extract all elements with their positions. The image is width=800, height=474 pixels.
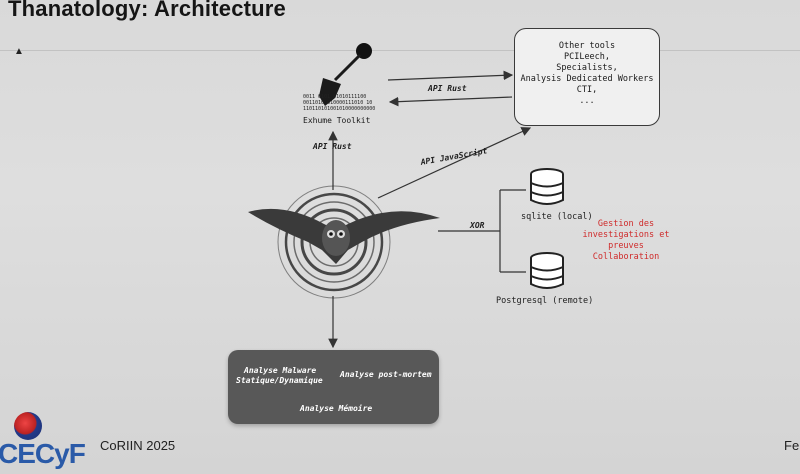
xor-label: XOR bbox=[470, 221, 485, 230]
shovel-icon bbox=[319, 43, 372, 106]
cecyf-logo: CECyF bbox=[0, 438, 86, 469]
database-icon bbox=[530, 168, 564, 205]
conference-name: CoRIIN 2025 bbox=[100, 438, 176, 453]
analysis-malware-label: Analyse Malware bbox=[244, 366, 317, 375]
footer-right-text: Fe bbox=[784, 438, 800, 453]
investigation-note: Gestion des investigations et preuves Co… bbox=[582, 219, 670, 262]
binary-decoration: 0011 0101 01010111100 0011010 0100001110… bbox=[303, 94, 376, 112]
tools-line: CTI, bbox=[576, 85, 598, 95]
slide-title: Thanatology: Architecture bbox=[8, 0, 286, 21]
database-icon bbox=[530, 252, 564, 289]
postgres-label: Postgresql (remote) bbox=[496, 296, 594, 306]
analysis-static-dynamic-label: Statique/Dynamique bbox=[236, 376, 323, 385]
analysis-postmortem-label: Analyse post-mortem bbox=[340, 370, 432, 379]
sqlite-label: sqlite (local) bbox=[521, 212, 593, 222]
arrow-owl-to-tools bbox=[377, 127, 532, 199]
tools-line: Analysis Dedicated Workers bbox=[520, 74, 654, 84]
arrow-exhume-to-tools bbox=[387, 70, 514, 81]
analysis-box: Analyse Malware Statique/Dynamique Analy… bbox=[228, 350, 439, 424]
analysis-memoire-label: Analyse Mémoire bbox=[300, 404, 373, 413]
owl-logo-icon bbox=[248, 185, 440, 299]
api-rust-vertical-label: API Rust bbox=[313, 142, 352, 151]
tools-line: PCILeech, bbox=[563, 52, 611, 62]
exhume-toolkit-label: Exhume Toolkit bbox=[303, 116, 371, 125]
mouse-cursor-icon: ▲ bbox=[14, 46, 24, 57]
other-tools-box: Other tools PCILeech, Specialists, Analy… bbox=[514, 28, 660, 126]
tools-line: Other tools bbox=[558, 41, 616, 51]
arrow-tools-to-exhume bbox=[388, 96, 513, 107]
api-rust-top-label: API Rust bbox=[428, 84, 467, 93]
tools-line: ... bbox=[579, 96, 595, 106]
cecyf-logo-icon bbox=[14, 412, 42, 440]
tools-line: Specialists, bbox=[556, 63, 618, 73]
title-rule bbox=[0, 50, 800, 51]
